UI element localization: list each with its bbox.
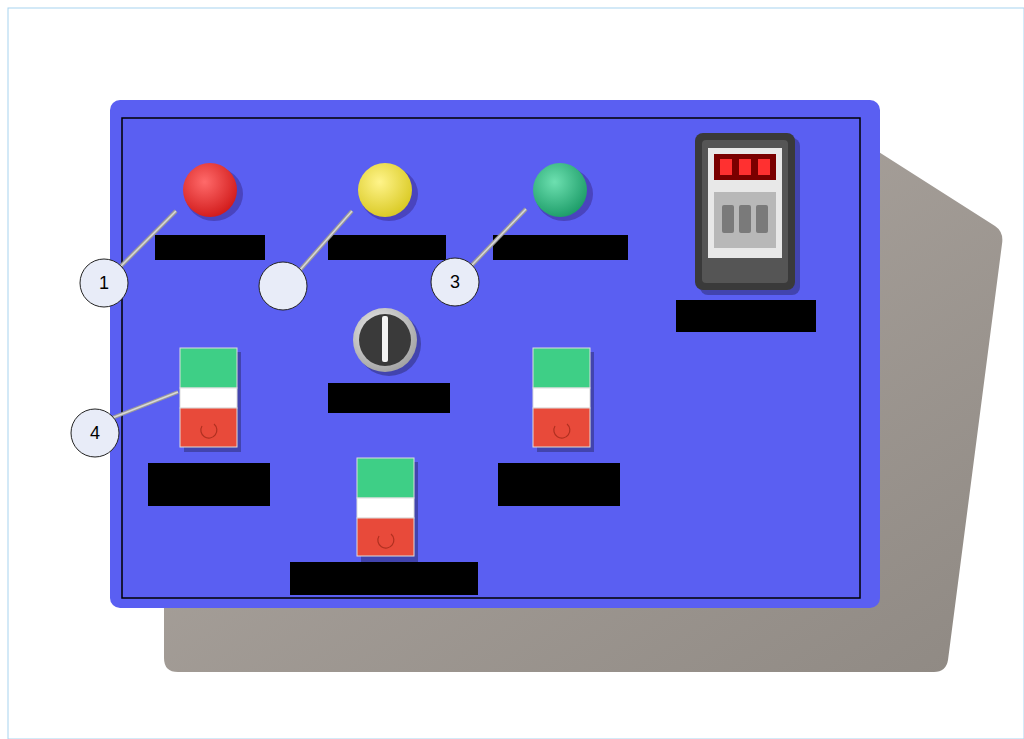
callout-number: 3 xyxy=(450,272,460,292)
callout-number: 1 xyxy=(99,273,109,293)
timer-counter xyxy=(695,133,800,295)
callout-number: 4 xyxy=(90,423,100,443)
panel xyxy=(110,100,880,608)
panel-border xyxy=(122,118,860,598)
pilot-lamps xyxy=(183,163,593,221)
push-buttons xyxy=(180,348,594,562)
frame xyxy=(8,8,1024,739)
leader-lines xyxy=(112,209,526,418)
callout-circles xyxy=(71,258,479,457)
selector-switch xyxy=(353,308,421,376)
